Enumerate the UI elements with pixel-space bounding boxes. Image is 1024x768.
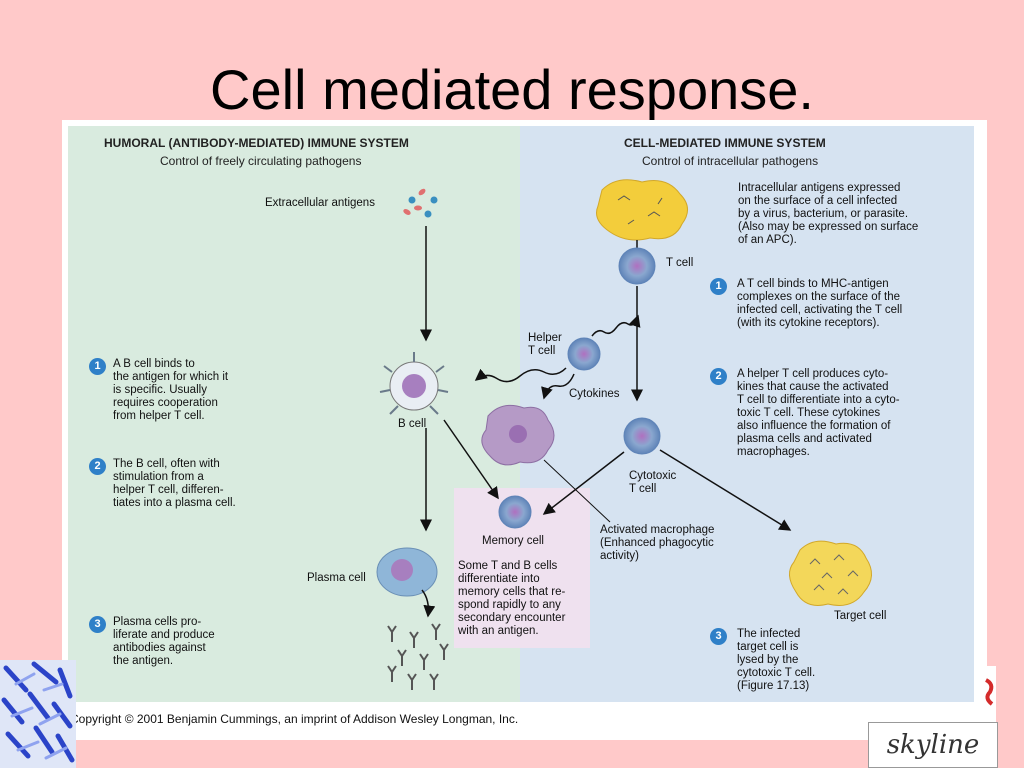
diagram-illustration bbox=[376, 179, 872, 690]
macrophage-icon bbox=[481, 404, 555, 466]
cell-mediated-step1-badge: 1 bbox=[710, 278, 727, 295]
humoral-step3-text: Plasma cells pro- liferate and produce a… bbox=[113, 616, 215, 667]
humoral-step1-badge: 1 bbox=[89, 358, 106, 375]
extracellular-antigens-icon bbox=[403, 188, 438, 218]
helper-t-cell-label: Helper T cell bbox=[528, 332, 562, 357]
helper-t-cell-icon bbox=[567, 337, 601, 371]
humoral-panel bbox=[68, 126, 520, 702]
cell-mediated-step1-text: A T cell binds to MHC-antigen complexes … bbox=[737, 278, 903, 329]
cell-mediated-header: CELL-MEDIATED IMMUNE SYSTEM bbox=[624, 136, 826, 150]
target-cell-label: Target cell bbox=[834, 610, 887, 622]
t-cell-icon bbox=[618, 247, 656, 285]
activated-macrophage-label: Activated macrophage (Enhanced phagocyti… bbox=[600, 524, 715, 562]
cell-mediated-step3-badge: 3 bbox=[710, 628, 727, 645]
memory-cell-icon bbox=[498, 495, 532, 529]
cell-mediated-subheader: Control of intracellular pathogens bbox=[642, 154, 819, 168]
target-cell-icon bbox=[789, 540, 872, 606]
t-cell-label: T cell bbox=[666, 257, 694, 269]
humoral-step1-text: A B cell binds to the antigen for which … bbox=[113, 358, 229, 422]
humoral-subheader: Control of freely circulating pathogens bbox=[160, 154, 362, 168]
cytotoxic-t-cell-icon bbox=[623, 417, 661, 455]
memory-cell-text: Some T and B cells differentiate into me… bbox=[458, 560, 566, 637]
b-cell-label: B cell bbox=[398, 418, 427, 430]
cell-mediated-step2-badge: 2 bbox=[710, 368, 727, 385]
plasma-cell-icon bbox=[376, 547, 438, 597]
b-cell-icon bbox=[379, 352, 449, 415]
extracellular-antigens-label: Extracellular antigens bbox=[265, 197, 375, 209]
cell-mediated-panel bbox=[520, 126, 974, 702]
humoral-step2-badge: 2 bbox=[89, 458, 106, 475]
antibodies-icon bbox=[387, 623, 449, 690]
cell-mediated-step3-text: The infected target cell is lysed by the… bbox=[737, 628, 816, 692]
copyright-notice: Copyright © 2001 Benjamin Cummings, an i… bbox=[70, 712, 519, 726]
memory-cell-label: Memory cell bbox=[482, 535, 544, 547]
humoral-step2-text: The B cell, often with stimulation from … bbox=[113, 458, 236, 509]
humoral-step3-badge: 3 bbox=[89, 616, 106, 633]
plasma-cell-label: Plasma cell bbox=[307, 572, 366, 584]
cytotoxic-t-cell-label: Cytotoxic T cell bbox=[629, 470, 677, 495]
brand-logo-text: skyline bbox=[868, 722, 998, 768]
humoral-header: HUMORAL (ANTIBODY-MEDIATED) IMMUNE SYSTE… bbox=[104, 136, 409, 150]
cytokines-label: Cytokines bbox=[569, 388, 620, 400]
cell-mediated-step2-text: A helper T cell produces cyto- kines tha… bbox=[737, 368, 900, 458]
decorative-pattern-image bbox=[0, 660, 76, 768]
slide-title: Cell mediated response. bbox=[210, 58, 814, 121]
infected-cell-icon bbox=[596, 179, 688, 241]
immune-system-figure: HUMORAL (ANTIBODY-MEDIATED) IMMUNE SYSTE… bbox=[62, 120, 987, 740]
brand-logo-icon bbox=[982, 666, 996, 722]
intracellular-antigens-text: Intracellular antigens expressed on the … bbox=[738, 182, 919, 246]
